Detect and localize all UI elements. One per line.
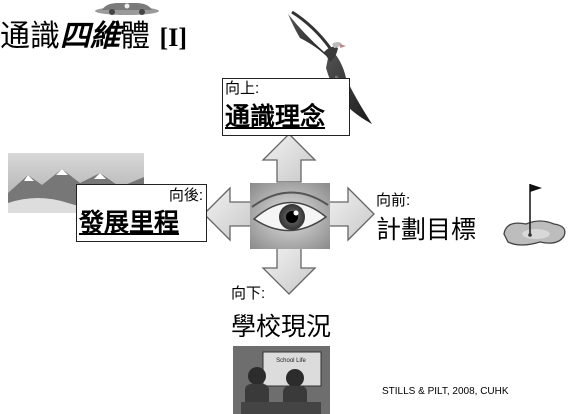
title-italic: 四維 [60,19,120,54]
direction-back-topic: 發展里程 [79,208,180,237]
direction-forward-label: 向前: [376,192,411,209]
credit-text: STILLS & PILT, 2008, CUHK [382,386,509,397]
arrow-left [203,186,253,242]
title-tag: [I] [159,23,187,52]
direction-down-label: 向下: [231,285,266,302]
direction-up-label: 向上: [225,80,260,97]
title-suffix: 體 [120,19,150,54]
page-title: 通識四維體 [I] [0,20,187,55]
eye-icon [250,183,330,249]
direction-forward-topic: 計劃目標 [376,215,477,244]
golf-green-icon [503,184,566,246]
arrow-right [325,186,375,242]
direction-down-topic: 學校現況 [231,312,332,341]
students-image-text: School Life [276,358,306,364]
title-prefix: 通識 [0,19,60,54]
four-way-arrow [203,133,375,295]
students-icon: School Life [233,346,330,414]
direction-back-label: 向後: [168,187,203,204]
direction-up-box: 向上: 通識理念 [222,78,350,136]
direction-back-box: 向後: 發展里程 [76,184,207,242]
direction-up-topic: 通識理念 [225,102,326,131]
arrow-up [261,133,317,183]
car-icon [95,3,159,15]
arrow-down [261,245,317,295]
